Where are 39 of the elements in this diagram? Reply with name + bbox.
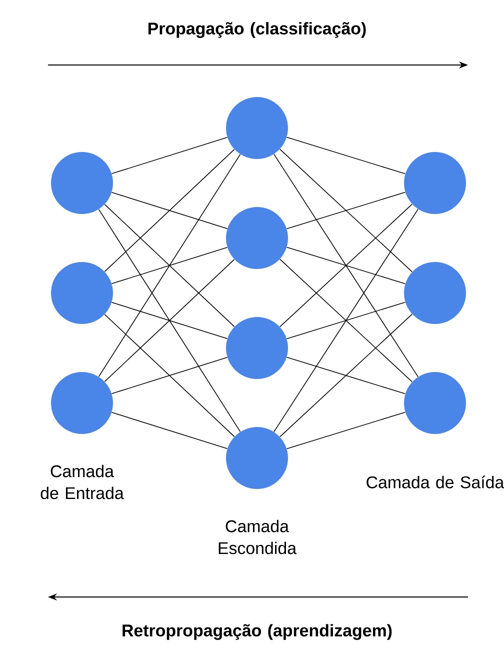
connection-line: [286, 412, 406, 450]
connection-line: [279, 314, 413, 438]
connection-line: [279, 204, 413, 328]
neuron-circle: [226, 317, 288, 379]
connection-line: [98, 154, 241, 378]
connection-line: [111, 192, 228, 230]
connection-line: [104, 259, 235, 382]
connection-line: [286, 192, 406, 230]
connection-line: [111, 412, 228, 450]
heading: Retropropagação (aprendizagem): [122, 624, 392, 640]
connection-line: [286, 302, 406, 340]
connection-line: [111, 246, 228, 284]
connection-line: [274, 154, 418, 378]
neuron-circle: [226, 97, 288, 159]
heading: Propagação (classificação): [148, 22, 366, 38]
neuron-circle: [404, 372, 466, 434]
layer-label: Camada de Saída: [366, 476, 504, 488]
connection-line: [104, 204, 235, 327]
neuron-circle: [51, 372, 113, 434]
connection-line: [286, 246, 406, 284]
connection-line: [104, 149, 235, 272]
connection-line: [286, 136, 406, 174]
connection-line: [279, 258, 413, 382]
neuron-circle: [404, 262, 466, 324]
layer-label: Camada de Entrada: [40, 464, 124, 500]
layer-label: Camada Escondida: [218, 520, 297, 554]
connection-line: [111, 356, 228, 394]
neuron-circle: [226, 427, 288, 489]
neuron-circle: [226, 207, 288, 269]
connection-line: [274, 208, 418, 432]
connection-line: [111, 136, 228, 174]
neuron-circle: [51, 152, 113, 214]
connection-line: [98, 208, 241, 432]
neuron-circle: [404, 152, 466, 214]
neuron-circle: [51, 262, 113, 324]
connection-line: [104, 314, 235, 437]
connection-line: [279, 148, 413, 272]
connection-line: [111, 302, 228, 340]
connection-line: [286, 356, 406, 394]
